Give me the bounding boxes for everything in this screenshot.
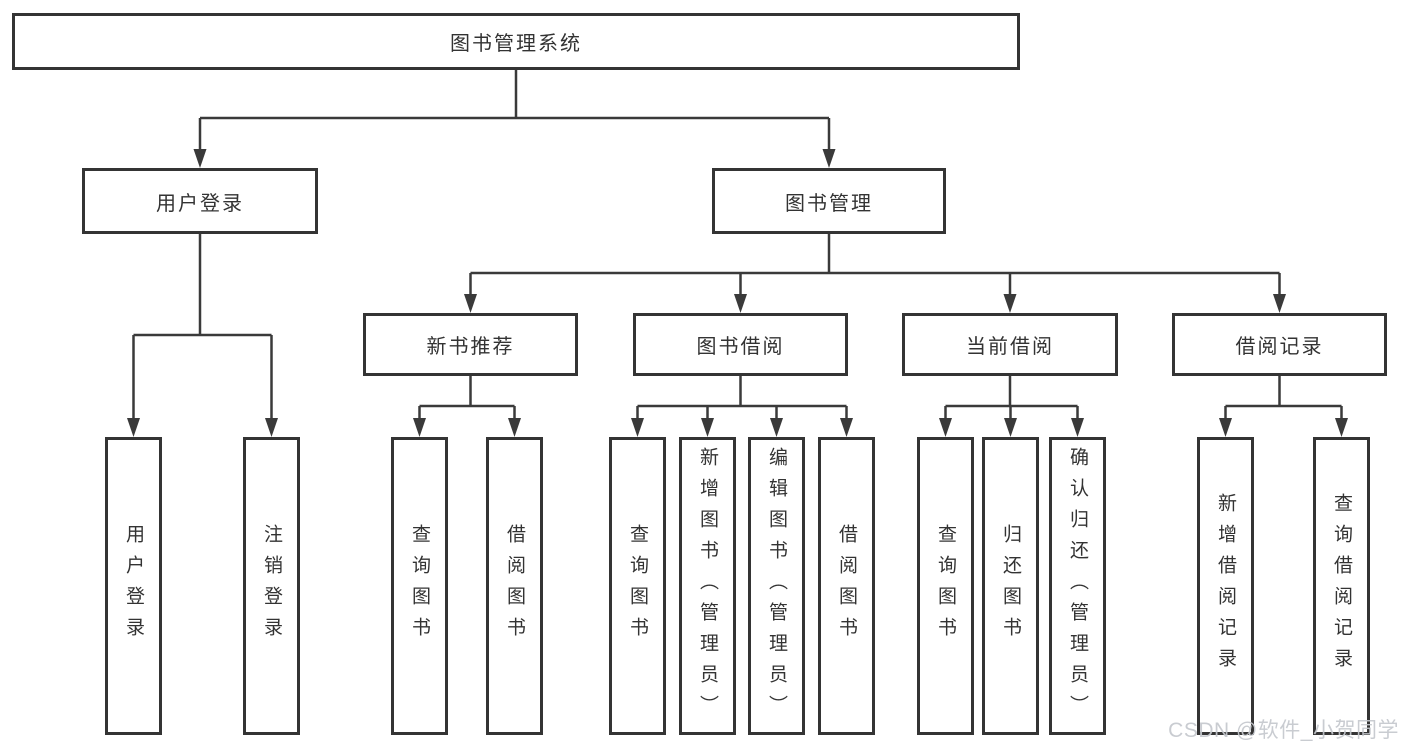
leaf-edit-book-admin-label: 编辑图书（管理员）: [766, 446, 787, 726]
node-root: 图书管理系统: [12, 13, 1020, 70]
node-current-borrowing: 当前借阅: [902, 313, 1118, 376]
connector-bookmgmt-to-level3: [469, 234, 1281, 296]
leaf-borrow-books-2-label: 借阅图书: [836, 524, 857, 648]
leaf-return-book: 归还图书: [982, 437, 1039, 735]
leaf-edit-book-admin: 编辑图书（管理员）: [748, 437, 805, 735]
connector-currentborrow-to-leaves: [944, 376, 1079, 420]
node-current-borrowing-label: 当前借阅: [966, 336, 1054, 358]
leaf-confirm-return-admin-label: 确认归还（管理员）: [1067, 446, 1088, 726]
leaf-user-login: 用户登录: [105, 437, 162, 735]
node-root-label: 图书管理系统: [450, 33, 582, 55]
node-book-management: 图书管理: [712, 168, 946, 234]
leaf-query-borrow-record-label: 查询借阅记录: [1331, 493, 1352, 679]
connector-root-to-level2: [198, 70, 831, 151]
leaf-logout-label: 注销登录: [261, 524, 282, 648]
leaf-query-books-3-label: 查询图书: [935, 524, 956, 648]
node-borrowing-records-label: 借阅记录: [1235, 336, 1324, 358]
leaf-query-books-1-label: 查询图书: [409, 524, 430, 648]
leaf-query-books-2-label: 查询图书: [627, 524, 648, 648]
leaf-add-borrow-record: 新增借阅记录: [1197, 437, 1254, 735]
leaf-logout: 注销登录: [243, 437, 300, 735]
leaf-borrow-books-2: 借阅图书: [818, 437, 875, 735]
connector-userlogin-to-leaves: [132, 234, 273, 420]
leaf-query-books-1: 查询图书: [391, 437, 448, 735]
node-book-borrowing-label: 图书借阅: [696, 336, 785, 358]
leaf-add-book-admin: 新增图书（管理员）: [679, 437, 736, 735]
leaf-query-borrow-record: 查询借阅记录: [1313, 437, 1370, 735]
node-user-login: 用户登录: [82, 168, 318, 234]
leaf-add-book-admin-label: 新增图书（管理员）: [697, 446, 718, 726]
leaf-borrow-books-1-label: 借阅图书: [504, 524, 525, 648]
leaf-add-borrow-record-label: 新增借阅记录: [1215, 493, 1236, 679]
node-new-book-recommend: 新书推荐: [363, 313, 578, 376]
node-borrowing-records: 借阅记录: [1172, 313, 1387, 376]
leaf-query-books-2: 查询图书: [609, 437, 666, 735]
leaf-user-login-label: 用户登录: [123, 524, 144, 648]
node-user-login-label: 用户登录: [156, 192, 244, 215]
node-book-borrowing: 图书借阅: [633, 313, 848, 376]
node-new-book-recommend-label: 新书推荐: [426, 336, 515, 358]
arrowheads: [127, 149, 1348, 437]
leaf-borrow-books-1: 借阅图书: [486, 437, 543, 735]
leaf-confirm-return-admin: 确认归还（管理员）: [1049, 437, 1106, 735]
leaf-query-books-3: 查询图书: [917, 437, 974, 735]
connector-borrowrecords-to-leaves: [1224, 376, 1343, 420]
connector-newbooks-to-leaves: [418, 376, 516, 420]
node-book-management-label: 图书管理: [785, 192, 873, 215]
leaf-return-book-label: 归还图书: [1000, 524, 1021, 648]
connector-bookborrow-to-leaves: [636, 376, 848, 420]
